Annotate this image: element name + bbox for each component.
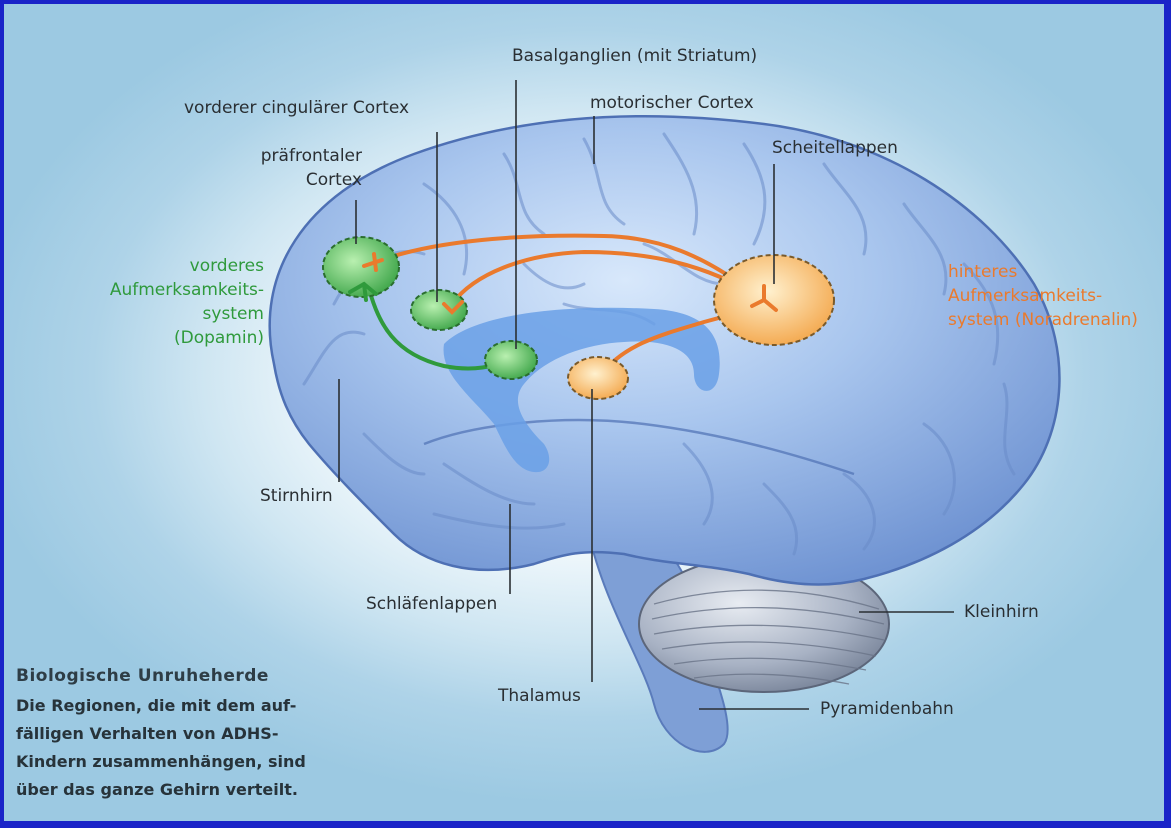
label-anterior-l1: vorderes <box>104 254 264 278</box>
label-anterior-l2: Aufmerksamkeits- <box>104 278 264 302</box>
caption-line: Kindern zusammenhängen, sind <box>16 748 346 776</box>
label-anterior-l4: (Dopamin) <box>104 326 264 350</box>
label-kleinhirn: Kleinhirn <box>964 600 1039 624</box>
diagram-frame: Basalganglien (mit Striatum) vorderer ci… <box>4 4 1164 821</box>
label-posterior-l2: Aufmerksamkeits- <box>948 284 1102 308</box>
label-anterior-l3: system <box>104 302 264 326</box>
label-prefrontal-l2: Cortex <box>232 168 362 192</box>
label-posterior-l1: hinteres <box>948 260 1017 284</box>
caption: Biologische Unruheherde Die Regionen, di… <box>16 666 346 804</box>
label-scheitellappen: Scheitellappen <box>772 136 898 160</box>
caption-line: über das ganze Gehirn verteilt. <box>16 776 346 804</box>
label-cingulate-cortex: vorderer cingulärer Cortex <box>184 96 409 120</box>
label-prefrontal-l1: präfrontaler <box>232 144 362 168</box>
label-thalamus: Thalamus <box>498 684 581 708</box>
region-cingulate <box>411 290 467 330</box>
region-thalamus <box>568 357 628 399</box>
region-basal-ganglia <box>485 341 537 379</box>
label-pyramidenbahn: Pyramidenbahn <box>820 697 954 721</box>
caption-line: fälligen Verhalten von ADHS- <box>16 720 346 748</box>
caption-title: Biologische Unruheherde <box>16 666 346 686</box>
caption-line: Die Regionen, die mit dem auf- <box>16 692 346 720</box>
caption-text: Die Regionen, die mit dem auf- fälligen … <box>16 692 346 804</box>
cerebrum <box>270 116 1060 584</box>
label-posterior-l3: system (Noradrenalin) <box>948 308 1138 332</box>
label-schlaefenlappen: Schläfenlappen <box>366 592 497 616</box>
label-basalganglien: Basalganglien (mit Striatum) <box>512 44 757 68</box>
label-motor-cortex: motorischer Cortex <box>590 91 754 115</box>
label-stirnhirn: Stirnhirn <box>260 484 333 508</box>
